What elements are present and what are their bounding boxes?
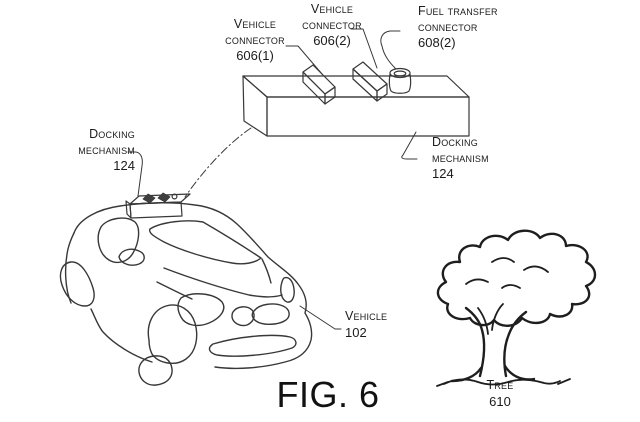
leader-line-connector-608-2 bbox=[380, 30, 401, 70]
vehicle-102-car bbox=[59, 202, 313, 386]
car-front-wheel bbox=[147, 304, 198, 365]
tree-canopy-detail-2 bbox=[523, 265, 549, 273]
label-docking-mechanism-right-124: Docking mechanism 124 bbox=[432, 135, 489, 183]
car-side-window bbox=[97, 217, 140, 264]
label-vehicle-connector-606-2: Vehicle connector 606(2) bbox=[299, 2, 365, 50]
reference-numeral: 606(1) bbox=[236, 48, 274, 63]
label-line: connector bbox=[302, 17, 362, 32]
label-line: mechanism bbox=[432, 150, 489, 165]
car-body-silhouette bbox=[73, 202, 313, 370]
leader-line-docking-left bbox=[127, 151, 143, 197]
label-line: mechanism bbox=[78, 142, 135, 157]
fuel-transfer-connector-cylinder-608-2 bbox=[388, 67, 412, 94]
car-windshield bbox=[148, 220, 262, 265]
car-rear-edge bbox=[64, 232, 75, 304]
tree-610 bbox=[436, 229, 597, 387]
reference-numeral: 610 bbox=[489, 393, 511, 409]
alignment-dash-dot-line bbox=[184, 127, 252, 198]
tree-ground bbox=[443, 378, 561, 386]
leader-line-docking-right bbox=[401, 131, 418, 160]
cylinder-inner-rim bbox=[393, 70, 407, 77]
bar-side-face bbox=[302, 71, 326, 105]
label-vehicle-102: Vehicle 102 bbox=[345, 309, 387, 341]
label-line: Vehicle bbox=[345, 309, 388, 323]
label-fuel-transfer-connector-608-2: Fuel transfer connector 608(2) bbox=[418, 4, 498, 52]
docking-mechanism-box bbox=[242, 75, 470, 137]
car-front-tire bbox=[138, 355, 173, 386]
roof-mini-connector-2 bbox=[157, 192, 171, 203]
reference-numeral: 124 bbox=[432, 166, 454, 181]
tree-grass-left bbox=[436, 381, 449, 387]
cylinder-body bbox=[388, 73, 412, 94]
tree-branch-2 bbox=[477, 307, 489, 335]
bar-end-face bbox=[324, 86, 336, 105]
figure-caption: FIG. 6 bbox=[276, 374, 380, 415]
tree-canopy-detail-4 bbox=[501, 284, 521, 289]
tree-canopy-detail-3 bbox=[465, 278, 489, 285]
leader-line-connector-606-2 bbox=[350, 28, 378, 69]
label-line: connector bbox=[418, 19, 478, 34]
bar-end-face bbox=[376, 83, 388, 102]
reference-numeral: 102 bbox=[345, 324, 367, 340]
car-mirror bbox=[118, 248, 145, 266]
box-top-face bbox=[242, 75, 470, 98]
car-grille bbox=[251, 303, 290, 325]
car-bumper-slot bbox=[208, 334, 297, 357]
label-line: Tree bbox=[486, 378, 514, 392]
label-line: connector bbox=[225, 32, 285, 47]
tree-trunk-left bbox=[464, 306, 486, 378]
vehicle-connector-bar-606-1 bbox=[302, 64, 336, 105]
roof-mini-connector-1 bbox=[142, 193, 156, 204]
bar-side-face bbox=[352, 68, 378, 102]
car-side-marker-light bbox=[280, 276, 295, 303]
roof-docking-mechanism-124 bbox=[125, 192, 191, 219]
tree-canopy-detail-1 bbox=[491, 257, 515, 263]
label-line: Fuel transfer bbox=[418, 4, 498, 18]
roof-mini-fuel-connector bbox=[171, 193, 178, 200]
leader-line-connector-606-1 bbox=[285, 45, 323, 75]
reference-numeral: 608(2) bbox=[418, 35, 456, 50]
tree-branch-1 bbox=[491, 303, 504, 331]
car-door-line bbox=[261, 258, 272, 284]
car-grille-badge bbox=[231, 306, 255, 327]
tree-root-right bbox=[503, 364, 536, 381]
label-line: Docking bbox=[89, 127, 135, 141]
tree-canopy bbox=[436, 229, 597, 327]
label-line: Vehicle bbox=[310, 2, 354, 16]
tree-trunk-right bbox=[503, 310, 528, 378]
car-hood-crease bbox=[156, 281, 193, 300]
roof-box-left-face bbox=[125, 200, 132, 219]
label-line: Docking bbox=[432, 135, 478, 149]
leader-line-vehicle bbox=[299, 305, 342, 330]
reference-numeral: 606(2) bbox=[313, 33, 351, 48]
cylinder-top-rim bbox=[389, 67, 411, 79]
car-headlight bbox=[177, 293, 225, 327]
car-hood-edge bbox=[163, 267, 283, 298]
label-tree-610: Tree 610 bbox=[468, 378, 532, 410]
car-rear-wheel bbox=[59, 261, 95, 307]
label-line: Vehicle bbox=[233, 17, 277, 31]
box-front-face bbox=[266, 96, 470, 137]
vehicle-connector-bar-606-2 bbox=[352, 61, 388, 102]
tree-grass-right bbox=[557, 378, 571, 385]
car-rocker-line bbox=[90, 308, 153, 363]
label-docking-mechanism-left-124: Docking mechanism 124 bbox=[78, 127, 135, 175]
box-left-face bbox=[242, 75, 268, 137]
reference-numeral: 124 bbox=[113, 158, 135, 173]
label-vehicle-connector-606-1: Vehicle connector 606(1) bbox=[222, 17, 288, 65]
